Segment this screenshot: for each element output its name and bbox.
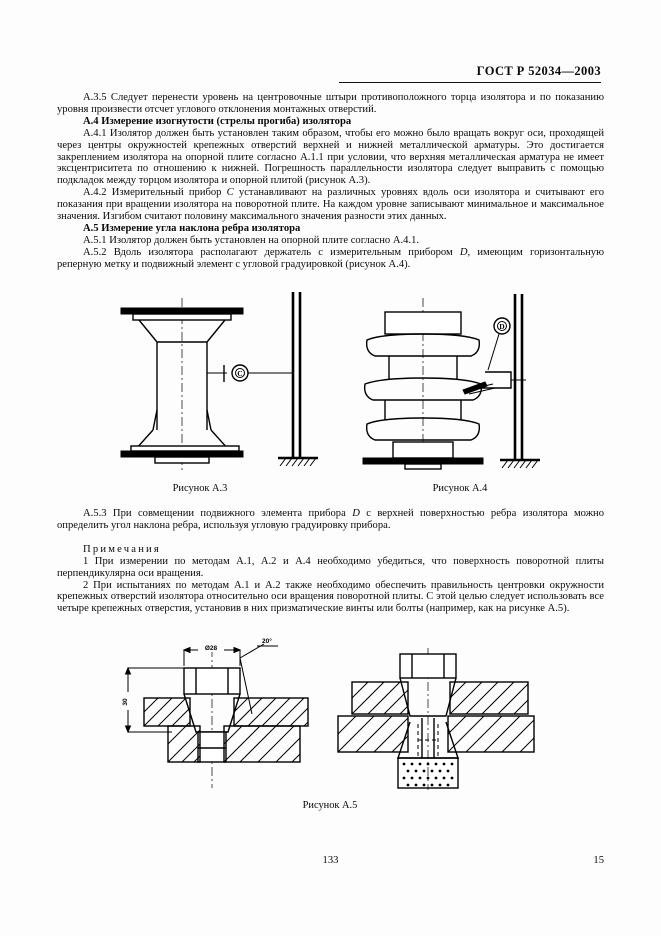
- heading-a-5: А.5 Измерение угла наклона ребра изолято…: [83, 222, 301, 234]
- note-2: 2 При испытаниях по методам А.1 и А.2 та…: [57, 579, 604, 615]
- figure-a-4-caption: Рисунок А.4: [432, 483, 488, 494]
- paragraph-a-4-2-pre: А.4.2 Измерительный прибор: [83, 187, 227, 199]
- paragraph-a-4-2-post: устанавливают на различных уровнях вдоль…: [57, 187, 604, 223]
- figure-a-5-plate-lower: [167, 725, 301, 763]
- page-number-right: 15: [593, 855, 604, 866]
- figure-a-4-device-label: D: [499, 322, 505, 331]
- paragraph-a-5-3: А.5.3 При совмещении подвижного элемента…: [57, 508, 604, 532]
- page-number-center: 133: [322, 855, 339, 866]
- figure-a-5-right-plate-lower: [337, 715, 535, 753]
- document-body: А.3.5 Следует перенести уровень на центр…: [57, 92, 604, 271]
- figure-a-5-height-label: 30: [122, 698, 129, 706]
- symbol-d: D: [459, 246, 468, 258]
- figure-a-5-diameter-label: Ø28: [205, 645, 218, 652]
- figure-a-5-left-drawing: Ø28 20° 30: [120, 637, 309, 788]
- paragraph-a-4-1: А.4.1 Изолятор должен быть установлен та…: [57, 127, 604, 187]
- figure-a-5-right-plate-upper: [351, 681, 529, 715]
- figure-a-5-base-block: [397, 757, 459, 789]
- paragraph-a-5-2-pre: А.5.2 Вдоль изолятора располагают держат…: [83, 246, 460, 258]
- paragraph-a-5-2: А.5.2 Вдоль изолятора располагают держат…: [57, 247, 604, 271]
- figure-a-3-device-label: C: [237, 369, 242, 378]
- paragraph-a-5-2-post: , имеющим горизонтальную реперную метку …: [57, 246, 605, 270]
- paragraph-a-5-3-post: с верхней поверхностью ребра изолятора м…: [57, 508, 605, 531]
- figure-a-4-drawing: D: [362, 294, 540, 470]
- figure-a-5-plate-upper: [143, 697, 309, 727]
- figure-a-5-angle-label: 20°: [262, 637, 272, 645]
- figure-group-a3-a4: C: [0, 290, 661, 485]
- symbol-d-2: D: [352, 508, 360, 519]
- notes-title: Примечания: [83, 543, 161, 555]
- standard-header: ГОСТ Р 52034—2003: [476, 64, 601, 78]
- heading-a-4: А.4 Измерение изогнутости (стрелы прогиб…: [83, 115, 352, 127]
- paragraph-a-3-5: А.3.5 Следует перенести уровень на центр…: [57, 92, 604, 115]
- paragraph-a-4-2: А.4.2 Измерительный прибор C устанавлива…: [57, 187, 604, 223]
- paragraph-a-5-3-pre: А.5.3 При совмещении подвижного элемента…: [83, 508, 353, 519]
- figure-a-5-right-drawing: [337, 648, 535, 790]
- header-rule: [339, 82, 601, 83]
- document-body-lower: А.5.3 При совмещении подвижного элемента…: [57, 508, 604, 615]
- paragraph-a-5-1: А.5.1 Изолятор должен быть установлен на…: [83, 234, 420, 246]
- figure-a-3-caption: Рисунок А.3: [172, 483, 228, 494]
- note-1: 1 При измерении по методам А.1, А.2 и А.…: [57, 555, 604, 579]
- figure-group-a5: Ø28 20° 30: [0, 636, 661, 791]
- figure-a-3-drawing: C: [120, 292, 318, 470]
- symbol-c: C: [226, 187, 234, 199]
- figure-a-5-caption: Рисунок А.5: [302, 800, 358, 811]
